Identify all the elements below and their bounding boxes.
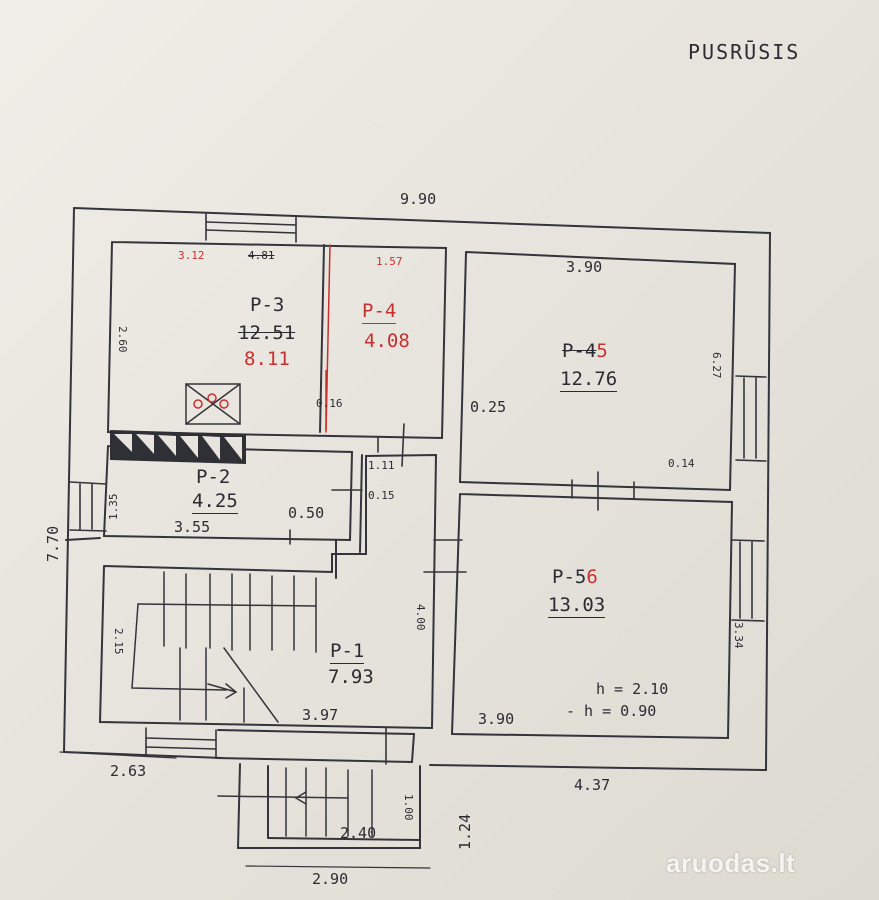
dim-3-55: 3.55: [174, 518, 211, 536]
porch-outline: [236, 763, 421, 849]
outer-wall-west: [63, 207, 75, 753]
window-west: [69, 481, 107, 532]
room-p56-area: 13.03: [548, 594, 606, 618]
dim-0-25: 0.25: [470, 398, 507, 416]
dim-p45-width: 3.90: [566, 258, 603, 276]
dim-0-14: 0.14: [668, 457, 695, 470]
dim-2-63: 2.63: [110, 762, 147, 780]
watermark-logo: aruodas.lt: [666, 848, 796, 878]
dim-1-35: 1.35: [107, 493, 120, 521]
room-p2-id: P-2: [196, 466, 231, 488]
dim-4-81: 4.81: [248, 249, 275, 262]
room-p3-area-new: 8.11: [244, 348, 290, 370]
staircase-entry: [217, 767, 373, 837]
room-p2-area: 4.25: [192, 490, 238, 514]
dim-p56-width: 3.90: [478, 710, 515, 728]
room-p3-wall: [106, 241, 448, 440]
dim-1-00: 1.00: [402, 794, 415, 821]
height-h1: h = 2.10: [596, 680, 669, 698]
window-east-2: [731, 539, 765, 622]
dim-6-27: 6.27: [710, 352, 723, 379]
door-marks: [289, 423, 635, 765]
room-p3-area-old: 12.51: [238, 322, 296, 344]
room-p1-area: 7.93: [328, 666, 374, 688]
dim-3-97: 3.97: [302, 706, 339, 724]
window-north: [205, 213, 297, 243]
room-p4-area: 4.08: [364, 330, 410, 352]
dim-1-57: 1.57: [376, 255, 403, 268]
room-p1-wall: [98, 453, 438, 730]
dim-1-11: 1.11: [368, 459, 395, 472]
p3-p4-partition: [319, 244, 325, 433]
room-p45-id: P-45: [562, 340, 608, 362]
room-p3-id: P-3: [250, 294, 285, 316]
window-east-1: [735, 375, 767, 462]
dim-2-40: 2.40: [340, 824, 377, 842]
dim-3-34: 3.34: [732, 622, 745, 649]
dim-4-00: 4.00: [414, 604, 427, 631]
dim-2-60: 2.60: [116, 326, 129, 353]
room-p56-wall: [450, 493, 734, 740]
dim-total-depth: 7.70: [44, 525, 62, 562]
room-p4-id: P-4: [362, 300, 397, 324]
dim-2-15: 2.15: [112, 628, 125, 655]
dim-0-50: 0.50: [288, 504, 325, 522]
dim-3-12: 3.12: [178, 249, 205, 262]
ventilation-box: [185, 383, 241, 425]
window-south: [145, 727, 217, 759]
outer-wall: [73, 207, 772, 772]
room-p45-area: 12.76: [560, 368, 618, 392]
dim-4-37: 4.37: [574, 776, 611, 794]
page-title: PUSRŪSIS: [688, 40, 801, 64]
entry-wall: [215, 729, 416, 764]
room-p45-wall: [458, 251, 737, 492]
dim-0-16: 0.16: [316, 397, 343, 410]
room-p1-id: P-1: [330, 640, 365, 664]
height-h2: - h = 0.90: [566, 702, 657, 720]
room-p2-wall: [102, 445, 354, 542]
dim-0-15: 0.15: [368, 489, 395, 502]
staircase-p1: [131, 571, 317, 723]
room-p56-id: P-56: [552, 566, 598, 588]
dim-total-width: 9.90: [400, 190, 437, 208]
dim-1-24: 1.24: [456, 813, 474, 850]
dim-2-90: 2.90: [312, 870, 349, 888]
